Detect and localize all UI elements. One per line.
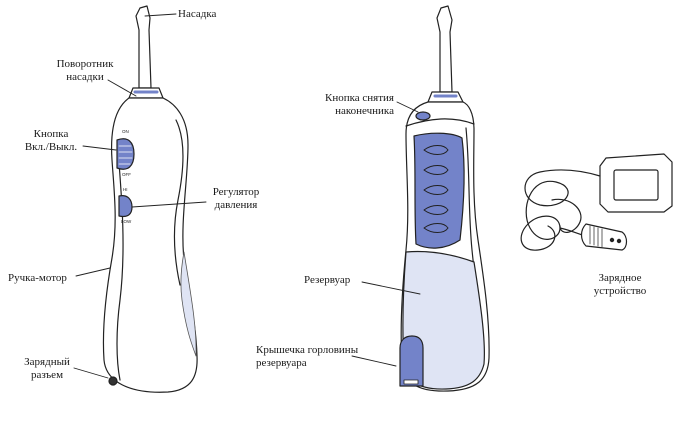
label-tip-rotator: Поворотник насадки: [40, 58, 130, 84]
label-reservoir-cap-line2: резервуара: [256, 357, 307, 369]
label-tip-eject-line1: Кнопка снятия: [324, 92, 394, 104]
label-charging-port-line1: Зарядный: [24, 356, 70, 368]
charger: [520, 153, 673, 251]
charger-plug-icon: [580, 223, 628, 251]
label-pressure-control-line2: давления: [214, 199, 258, 211]
label-charging-port: Зарядный разъем: [18, 356, 76, 382]
charging-port-icon: [108, 376, 118, 386]
left-device: [102, 5, 198, 393]
left-jet-tip: [135, 5, 152, 89]
label-tip-eject: Кнопка снятия наконечника: [300, 92, 394, 118]
pressure-control-icon: [118, 195, 133, 218]
middle-jet-tip: [436, 5, 453, 93]
label-power-button: Кнопка Вкл./Выкл.: [18, 128, 84, 154]
power-button-icon: [116, 138, 135, 170]
label-tip-rotator-line1: Поворотник: [56, 58, 114, 70]
marking-off: OFF: [122, 172, 131, 177]
charger-cord: [520, 169, 601, 251]
middle-device: [399, 5, 490, 392]
reservoir-cap-icon: [399, 335, 424, 387]
label-reservoir-cap-line1: Крышечка горловины: [256, 344, 359, 356]
label-reservoir-cap: Крышечка горловины резервуара: [256, 344, 358, 370]
marking-on: ON: [122, 129, 129, 134]
marking-low: LOW: [121, 219, 132, 224]
marking-hi: HI: [123, 187, 128, 192]
left-back-panel: [180, 251, 197, 357]
label-charging-port-line2: разъем: [30, 369, 64, 381]
label-reservoir: Резервуар: [304, 274, 351, 286]
label-motor-handle: Ручка-мотор: [8, 272, 67, 284]
label-tip-rotator-line2: насадки: [66, 71, 104, 83]
label-tip-eject-line2: наконечника: [335, 105, 394, 117]
leader-lines: [73, 13, 421, 379]
label-power-button-line2: Вкл./Выкл.: [24, 141, 78, 153]
grip-panel: [413, 132, 465, 249]
label-charger-line1: Зарядное: [598, 272, 642, 284]
left-handle-body: [102, 97, 198, 393]
label-charger-line2: устройство: [593, 285, 647, 297]
label-pressure-control-line1: Регулятор: [212, 186, 260, 198]
label-charger: Зарядное устройство: [580, 272, 660, 298]
label-power-button-line1: Кнопка: [33, 128, 69, 140]
label-pressure-control: Регулятор давления: [204, 186, 268, 212]
label-tip: Насадка: [178, 8, 217, 20]
tip-eject-button-icon: [415, 111, 431, 121]
